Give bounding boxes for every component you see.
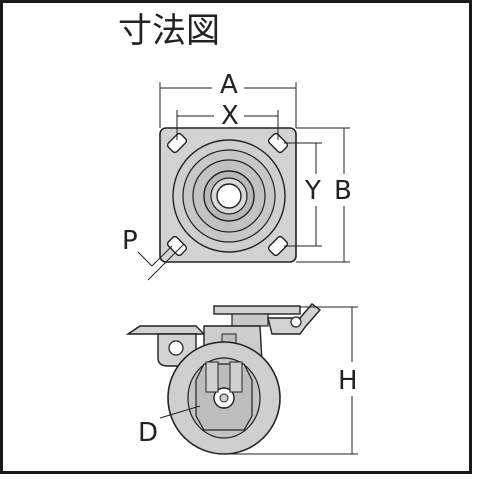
dimension-a bbox=[159, 82, 297, 128]
brake-pedal bbox=[125, 325, 206, 335]
bolt-slot-bottom-right bbox=[267, 235, 289, 257]
dimension-p bbox=[137, 243, 185, 281]
label-b: B bbox=[334, 176, 352, 206]
label-p: P bbox=[122, 226, 138, 256]
bolt-slot-top-right bbox=[267, 132, 289, 154]
side-top-plate bbox=[213, 305, 301, 315]
dimension-b bbox=[296, 127, 350, 263]
label-y: Y bbox=[305, 176, 321, 206]
top-plate-view bbox=[159, 127, 297, 263]
dimension-x bbox=[176, 110, 279, 140]
label-x: X bbox=[221, 101, 239, 131]
dimension-d bbox=[159, 405, 201, 419]
label-a: A bbox=[220, 70, 238, 100]
bolt-slot-top-left bbox=[166, 132, 188, 154]
bearing-center bbox=[216, 183, 242, 209]
swivel-body bbox=[231, 313, 269, 327]
label-h: H bbox=[338, 366, 358, 396]
bolt-slot-bottom-left bbox=[166, 235, 188, 257]
page-title: 寸法図 bbox=[118, 11, 220, 51]
dimension-h bbox=[226, 306, 358, 455]
dimension-y bbox=[284, 142, 322, 247]
side-caster-view bbox=[125, 303, 322, 455]
label-d: D bbox=[138, 418, 159, 448]
